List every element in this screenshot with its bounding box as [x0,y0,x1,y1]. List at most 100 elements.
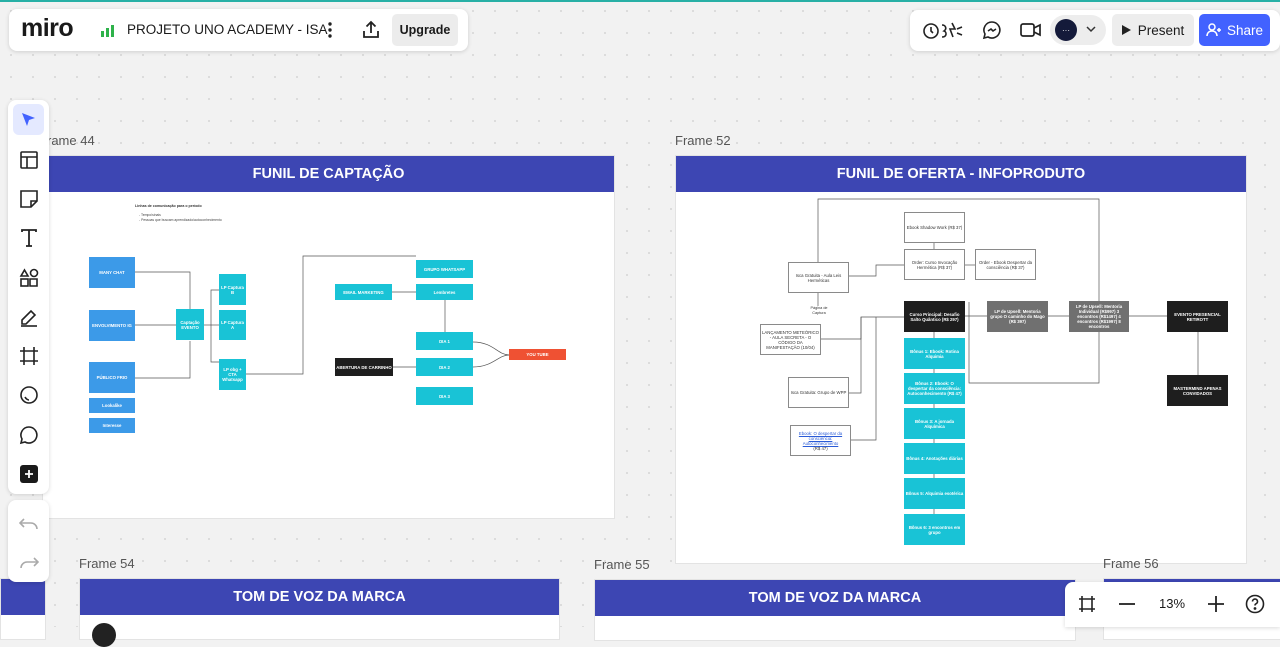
isca-grupo-node[interactable]: Isca Gratuita: Grupo de WPP [788,377,849,408]
abertura-carrinho-node[interactable]: ABERTURA DE CARRINHO [335,358,393,376]
lookalike-node[interactable]: Lookalike [89,398,135,413]
publico-frio-node[interactable]: PÚBLICO FRIO [89,362,135,393]
undo-button[interactable] [13,508,44,539]
interesse-node[interactable]: Interesse [89,418,135,433]
board-header-panel: miro PROJETO UNO ACADEMY - ISA Upgrade [9,9,468,51]
email-marketing-node[interactable]: EMAIL MARKETING [335,284,392,300]
bonus-2-node[interactable]: Bônus 2: Ebook: O despertar da consciênc… [904,373,965,404]
lancamento-node[interactable]: LANÇAMENTO METEÓRICO - AULA SECRETA - O … [760,324,821,355]
ebook-despertar-price: (R$ 47) [813,445,828,451]
ebook-despertar-node[interactable]: Ebook: O despertar da consciência: Autoc… [790,425,851,456]
frame-title: FUNIL DE CAPTAÇÃO [43,156,614,192]
text-icon [20,228,37,247]
mastermind-node[interactable]: MASTERMIND APENAS CONVIDADOS [1167,375,1228,406]
frame-partial-left[interactable] [0,578,46,640]
bonus-1-node[interactable]: Bônus 1: Ebook: Rotina Alquimia [904,338,965,369]
share-button[interactable]: Share [1199,14,1270,46]
help-button[interactable] [1243,592,1267,616]
plus-icon [19,464,38,483]
frame-tom-de-voz-55[interactable]: TOM DE VOZ DA MARCA [594,579,1076,641]
fit-to-screen-button[interactable] [1075,592,1099,616]
pagina-captura-label: Página de Captura [810,306,828,315]
frame-header-partial [1,579,45,615]
comment-tool[interactable] [13,419,44,450]
frame-label-56[interactable]: Frame 56 [1103,556,1159,571]
redo-button[interactable] [13,547,44,578]
present-label: Present [1137,22,1185,38]
pen-tool[interactable] [13,301,44,332]
bonus-6-node[interactable]: Bônus 6: 3 encontros em grupo [904,514,965,545]
export-upload-icon[interactable] [359,18,383,42]
fit-screen-icon [1079,596,1095,612]
frame-tool[interactable] [13,340,44,371]
lp-mentoria-individual-node[interactable]: LP de Upsell: Mentoria Individual (R$997… [1069,301,1129,332]
lp-captura-b-node[interactable]: LP Captura B [219,274,246,305]
more-menu-icon[interactable] [320,18,340,42]
board-status-icon [101,25,114,37]
creation-toolbar [8,100,49,494]
bonus-5-node[interactable]: Bônus 5: Alquimia esotérica [904,478,965,509]
select-tool[interactable] [13,104,44,135]
youtube-node[interactable]: YOU TUBE [509,349,566,360]
pen-icon [20,309,37,327]
curso-principal-node[interactable]: Curso Principal: Desafio Salto Quântico … [904,301,965,332]
miro-logo[interactable]: miro [21,14,74,42]
frame-title: FUNIL DE OFERTA - INFOPRODUTO [676,156,1246,192]
frame-funil-captacao[interactable]: FUNIL DE CAPTAÇÃO Linhas de comunicação … [42,155,615,519]
bonus-4-node[interactable]: Bônus 4: Anotações diárias [904,443,965,474]
upgrade-button[interactable]: Upgrade [392,14,458,46]
order-curso-node[interactable]: Order: Curso Invocação Hermética (R$ 37) [904,249,965,280]
isca-aula-node[interactable]: Isca Gratuita - Aula Leis Herméticas [788,262,849,293]
evento-presencial-node[interactable]: EVENTO PRESENCIAL RETIROTT [1167,301,1228,332]
frame-label-55[interactable]: Frame 55 [594,557,650,572]
present-button[interactable]: Present [1112,14,1194,46]
shapes-icon [19,267,38,287]
frame-label-44[interactable]: rame 44 [47,133,95,148]
dia-1-node[interactable]: DIA 1 [416,332,473,350]
plus-icon [1208,596,1224,612]
collaborators-dropdown[interactable]: ··· [1050,15,1106,45]
many-chat-node[interactable]: MANY CHAT [89,257,135,288]
templates-tool[interactable] [13,144,44,175]
chat-icon[interactable] [980,18,1004,42]
stickers-tool[interactable] [13,379,44,410]
zoom-level[interactable]: 13% [1158,596,1186,611]
lp-obg-node[interactable]: LP obg + CTA Whatsapp [219,359,246,390]
user-avatar[interactable]: ··· [1055,19,1077,41]
dia-3-node[interactable]: DIA 3 [416,387,473,405]
video-call-icon[interactable] [1018,18,1044,42]
ebook-despertar-link[interactable]: Ebook: O despertar da consciência: Autoc… [798,430,843,446]
envolvimento-ig-node[interactable]: ENVOLVIMENTO IG [89,310,135,341]
text-tool[interactable] [13,222,44,253]
zoom-out-button[interactable] [1115,592,1139,616]
shapes-tool[interactable] [13,262,44,293]
templates-icon [19,150,38,169]
note-item-2: - Pessoas que buscam aprendizado/autocon… [139,218,222,222]
ebook-shadow-node[interactable]: Ebook Shadow Work (R$ 37) [904,212,965,243]
cursor-icon [21,112,35,126]
frame-tom-de-voz-54[interactable]: TOM DE VOZ DA MARCA [79,578,560,647]
lp-captura-a-node[interactable]: LP Captura A [219,310,246,340]
grupo-whatsapp-node[interactable]: GRUPO WHATSAPP [416,260,473,278]
dia-2-node[interactable]: DIA 2 [416,358,473,376]
frame-funil-oferta[interactable]: FUNIL DE OFERTA - INFOPRODUTO Ebook Shad… [675,155,1247,564]
top-accent-line [0,0,1280,2]
zoom-in-button[interactable] [1204,592,1228,616]
chevron-down-icon [1086,26,1096,33]
lp-mentoria-grupo-node[interactable]: LP de Upsell: Mentoria grupo O caminho d… [987,301,1048,332]
frame-label-54[interactable]: Frame 54 [79,556,135,571]
bonus-3-node[interactable]: Bônus 3: A jornada Alquímica [904,408,965,439]
undo-icon [18,517,38,529]
lembretes-node[interactable]: Lembretes [416,284,473,300]
more-tools[interactable] [13,458,44,489]
reactions-icon[interactable] [921,17,965,43]
zoom-panel: 13% [1065,582,1280,627]
share-label: Share [1226,22,1264,38]
minus-icon [1119,603,1135,605]
board-name[interactable]: PROJETO UNO ACADEMY - ISA [127,22,328,37]
frame-label-52[interactable]: Frame 52 [675,133,731,148]
order-ebook-node[interactable]: Order - Ebook Despertar da consciência (… [975,249,1036,280]
captacao-evento-node[interactable]: Captação EVENTO [176,309,204,340]
comment-icon [19,425,38,444]
sticky-note-tool[interactable] [13,183,44,214]
